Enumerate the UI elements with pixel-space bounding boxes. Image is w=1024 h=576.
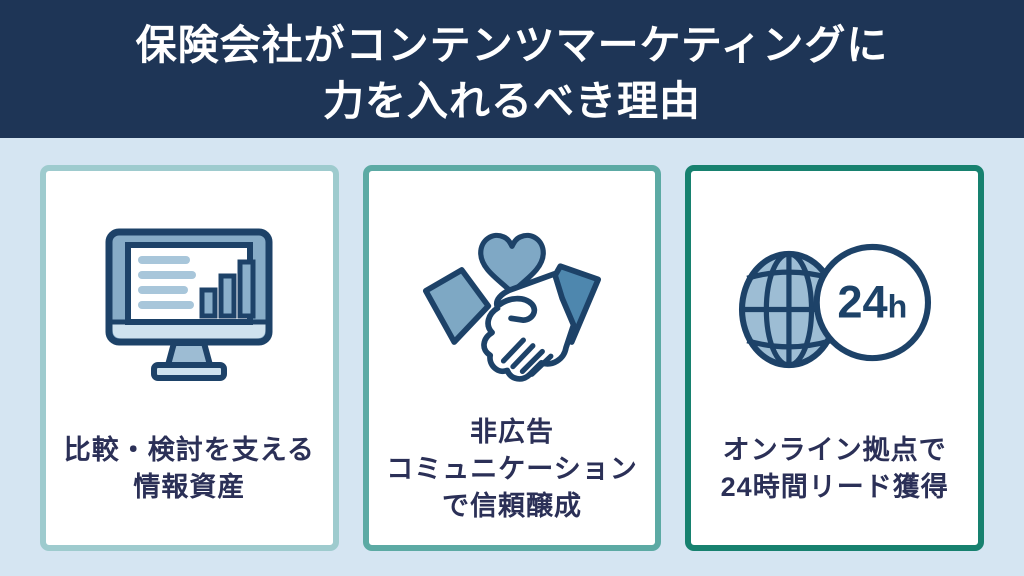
screen-text-lines (138, 256, 197, 309)
badge-text: 24h (837, 276, 907, 327)
globe-icon (738, 250, 839, 369)
label-line: 情報資産 (133, 472, 246, 502)
cards-row: 比較・検討を支える 情報資産 (0, 138, 1024, 551)
title-line-1: 保険会社がコンテンツマーケティングに (135, 22, 889, 68)
card-label: 比較・検討を支える 情報資産 (64, 401, 315, 545)
monitor-chart-icon (104, 211, 274, 401)
label-line: 非広告 (470, 416, 554, 447)
monitor-stand (165, 340, 214, 368)
label-line: 24時間リード獲得 (720, 472, 949, 502)
label-line: コミュニケーション (386, 453, 638, 484)
finger-lines (500, 337, 554, 377)
monitor-base (151, 362, 228, 381)
monitor-chin (112, 322, 266, 339)
screen-bar-chart (199, 259, 256, 319)
header-banner: 保険会社がコンテンツマーケティングに 力を入れるべき理由 (0, 0, 1024, 138)
card-online-leads: 24h オンライン拠点で 24時間リード獲得 (685, 165, 985, 551)
handshake-heart-svg (422, 232, 602, 382)
heart-icon (478, 232, 546, 296)
globe-24h-icon: 24h (735, 211, 935, 401)
monitor-chart-svg (105, 228, 273, 381)
card-label: オンライン拠点で 24時間リード獲得 (721, 401, 949, 545)
globe-24h-svg: 24h (738, 243, 931, 369)
card-trust-building: 非広告 コミュニケーション で信頼醸成 (362, 165, 662, 551)
card-information-asset: 比較・検討を支える 情報資産 (40, 165, 339, 551)
handshake-heart-icon (422, 211, 602, 401)
label-line: 比較・検討を支える (63, 435, 315, 465)
card-label: 非広告 コミュニケーション で信頼醸成 (386, 401, 637, 545)
clock-badge: 24h (813, 243, 931, 362)
label-line: オンライン拠点で (722, 435, 947, 465)
title-line-2: 力を入れるべき理由 (323, 78, 701, 124)
label-line: で信頼醸成 (442, 490, 582, 521)
left-sleeve (422, 267, 492, 345)
thumb-detail (494, 295, 538, 324)
